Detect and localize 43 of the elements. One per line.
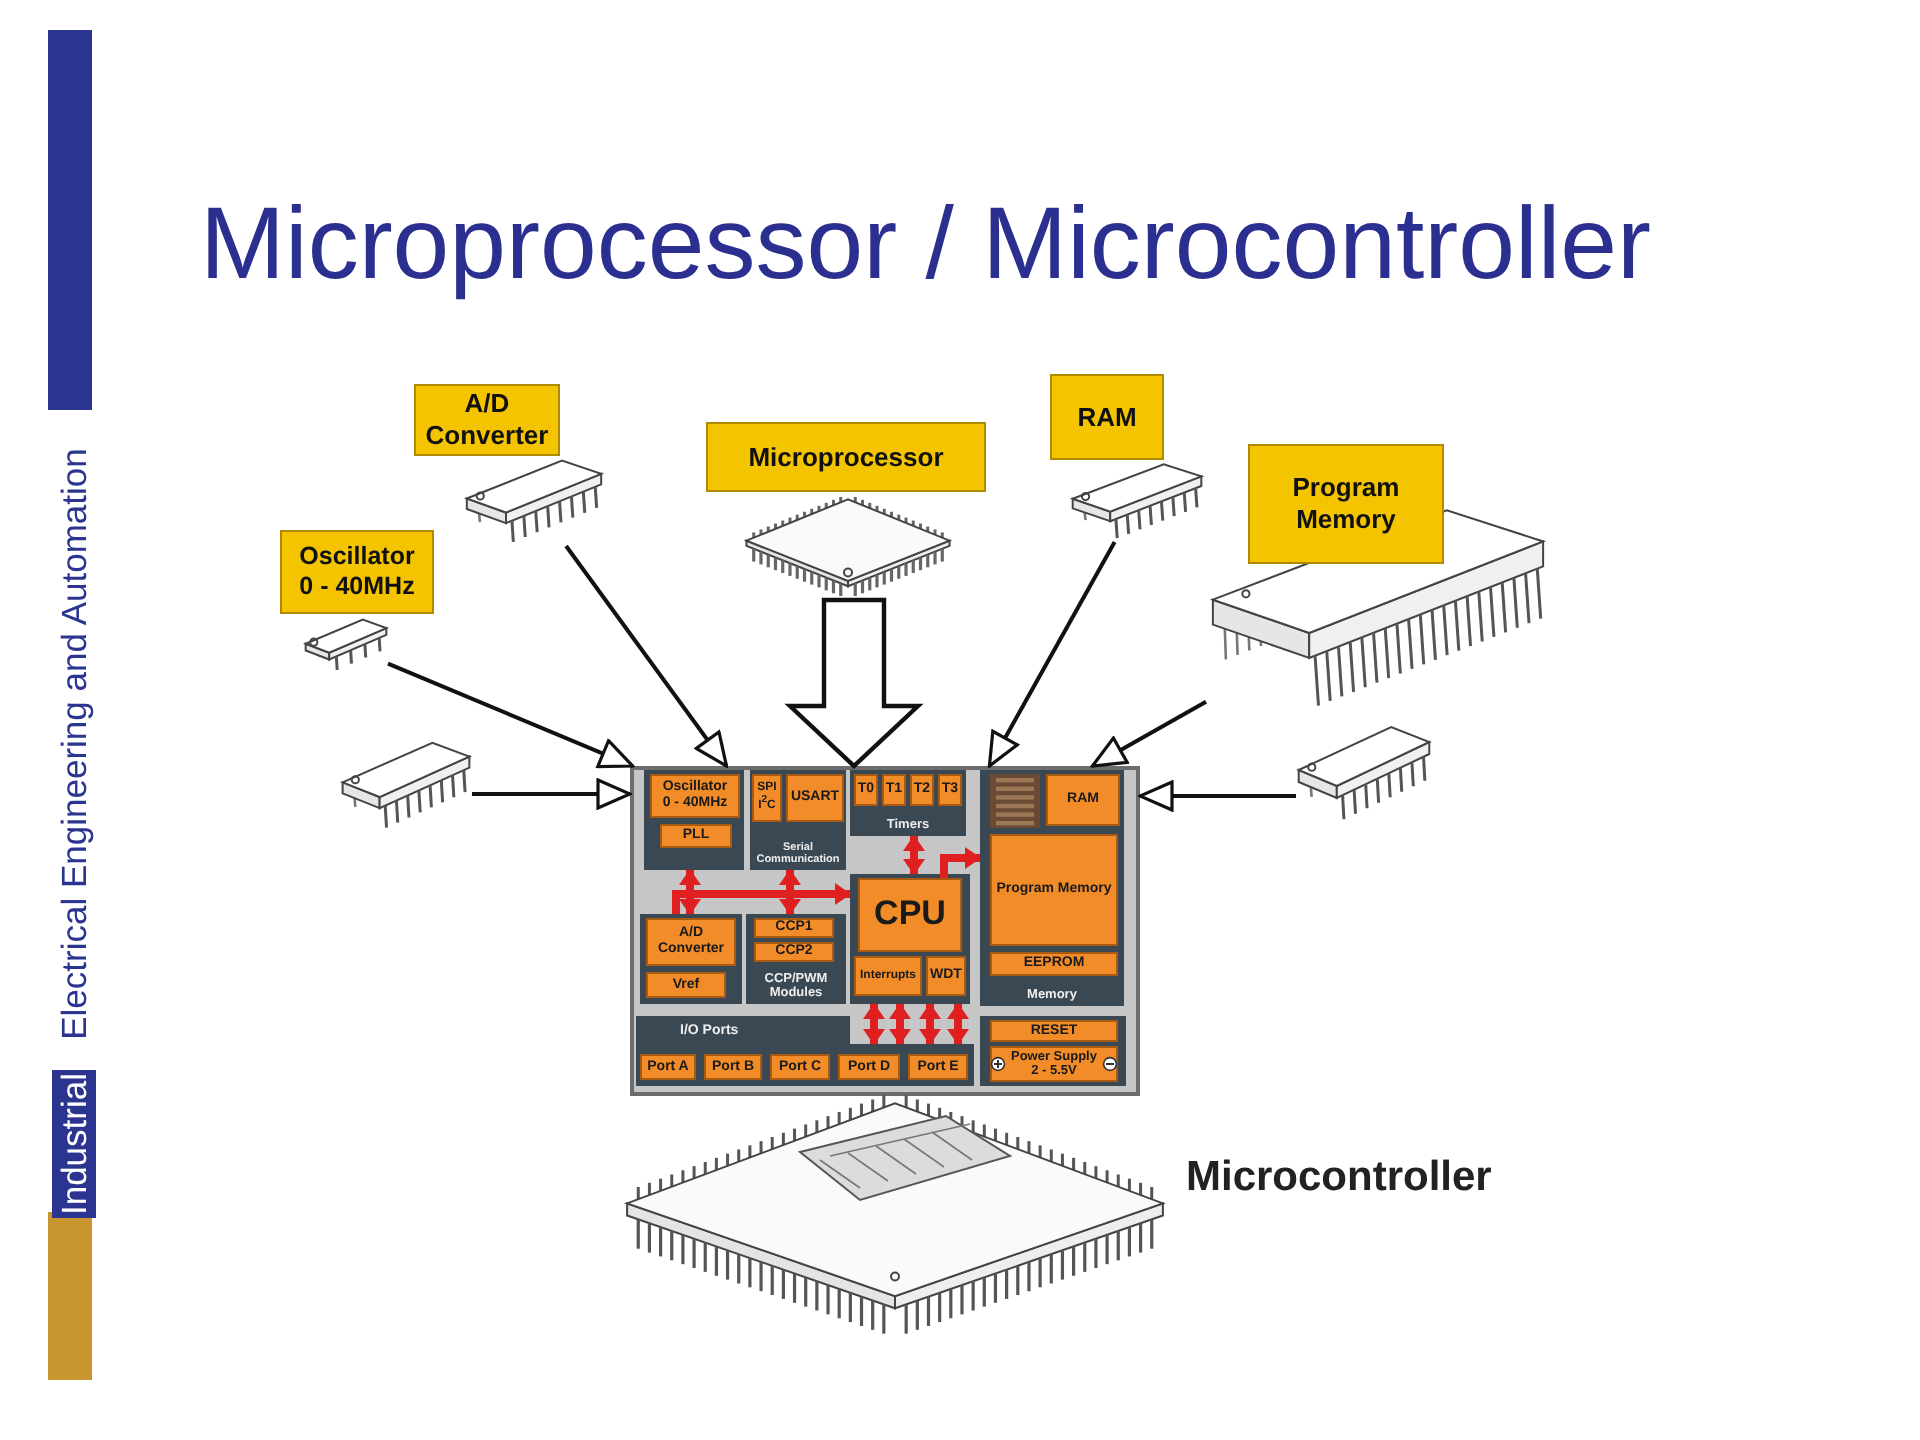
module-block: CPU [858, 878, 962, 952]
arrow [947, 1003, 969, 1045]
caption-tag: Microprocessor [706, 422, 986, 492]
dip-chip-drawing [1206, 504, 1550, 712]
arrow [672, 883, 851, 914]
processor-chip-drawing [740, 494, 956, 600]
arrow [987, 541, 1117, 768]
dip-chip-drawing [1296, 724, 1432, 824]
arrow [863, 1003, 885, 1045]
chip-die-panel [630, 766, 1140, 1096]
caption-tag: A/D Converter [414, 384, 560, 456]
module-panel [850, 770, 966, 836]
arrow [889, 1003, 911, 1045]
module-panel [644, 770, 744, 870]
module-panel [636, 1016, 974, 1086]
arrow [387, 661, 635, 769]
arrow [472, 778, 632, 810]
module-panel [746, 914, 846, 1004]
module-panel [980, 1016, 1126, 1086]
arrow [919, 1003, 941, 1045]
sidebar-label: Electrical Engineering and Automation [52, 446, 96, 1044]
module-panel [640, 914, 742, 1004]
arrow [940, 847, 981, 878]
chip-caption: Microcontroller [1186, 1154, 1492, 1202]
arrow [679, 869, 701, 915]
dip-chip-drawing [304, 618, 388, 674]
arrow [564, 544, 729, 768]
caption-tag: RAM [1050, 374, 1164, 460]
block-arrow [784, 597, 924, 769]
caption-tag: Oscillator 0 - 40MHz [280, 530, 434, 614]
arrow [779, 869, 801, 915]
dip-chip-drawing [340, 740, 472, 832]
slide-title: Microprocessor / Microcontroller [200, 184, 1652, 302]
dip-chip-drawing [464, 458, 604, 546]
arrow [1138, 780, 1296, 812]
arrow [1090, 700, 1207, 768]
dip-chip-drawing [1070, 462, 1204, 542]
module-panel [980, 770, 1124, 1006]
sidebar-label: Industrial [52, 1070, 96, 1218]
module-panel [850, 874, 970, 1004]
module-panel [750, 770, 846, 870]
caption-tag: Program Memory [1248, 444, 1444, 564]
arrow [903, 835, 925, 875]
